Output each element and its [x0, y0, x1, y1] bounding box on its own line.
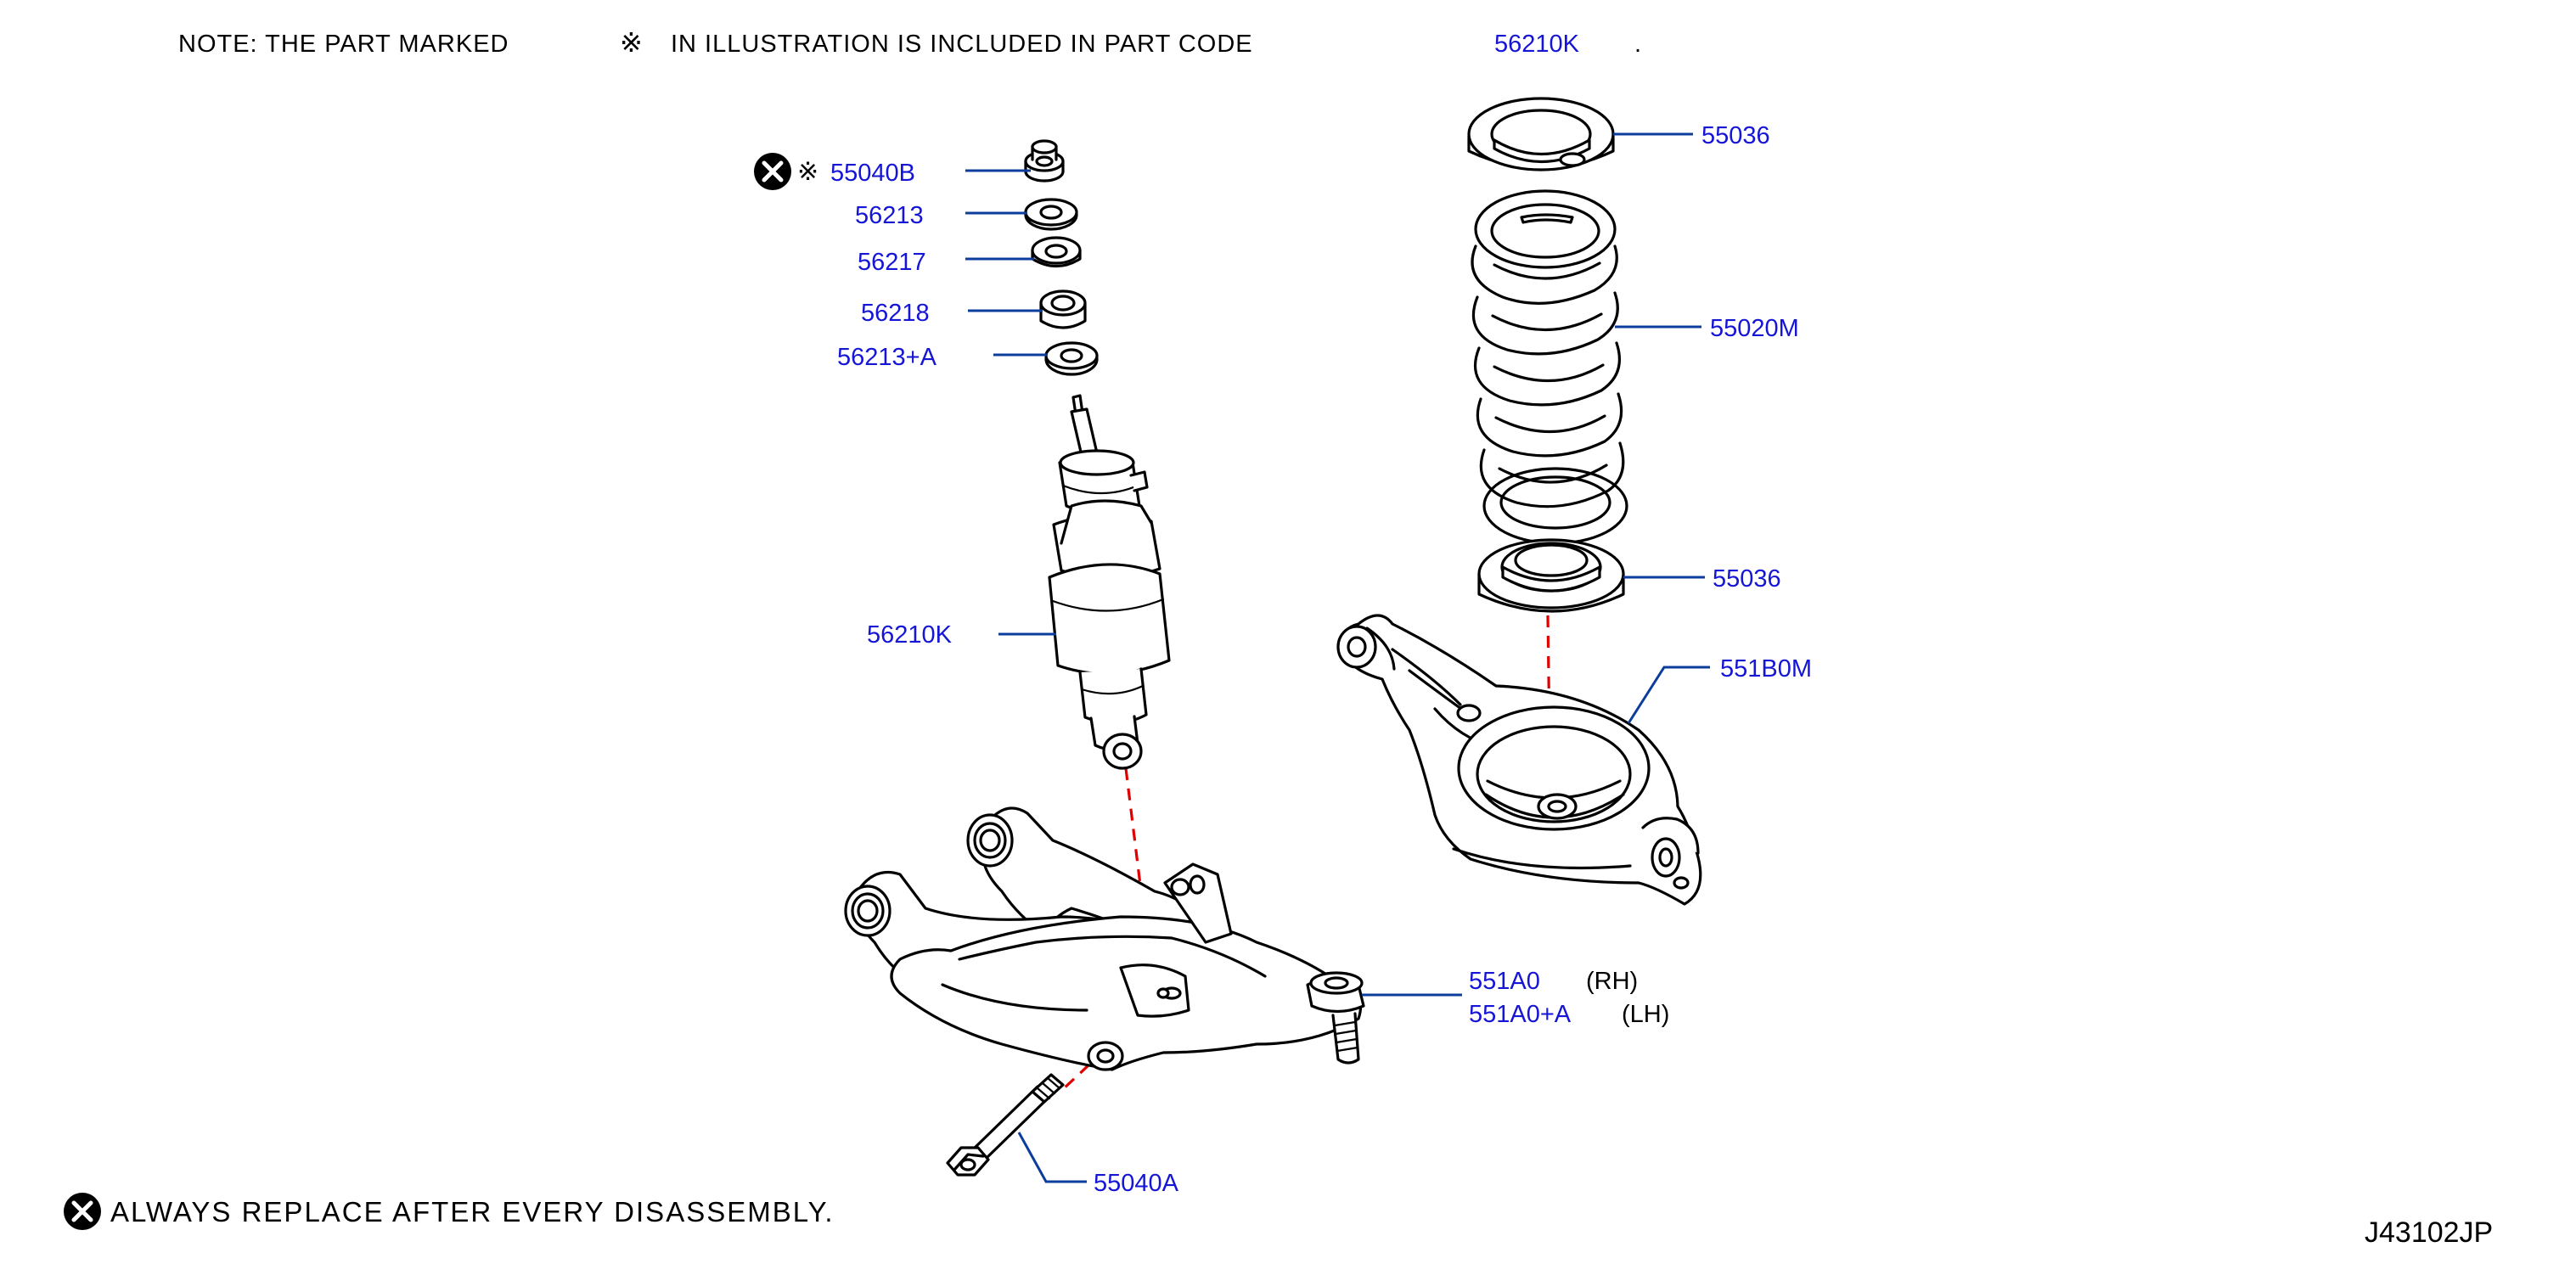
part-label-551B0M[interactable]: 551B0M — [1720, 655, 1812, 683]
spring-seat-upper-55036-drawing[interactable] — [1467, 97, 1615, 171]
included-mark-symbol: ※ — [797, 158, 819, 186]
replace-note: ALWAYS REPLACE AFTER EVERY DISASSEMBLY. — [110, 1196, 835, 1227]
bushing-56217-drawing[interactable] — [1031, 236, 1082, 268]
bushing-56218-drawing[interactable] — [1039, 289, 1087, 329]
note-middle: IN ILLUSTRATION IS INCLUDED IN PART CODE — [671, 31, 1253, 58]
note-part-code-link[interactable]: 56210K — [1494, 31, 1580, 58]
bolt-55040A-drawing[interactable] — [946, 1073, 1065, 1177]
spring-seat-lower-55036-drawing[interactable] — [1477, 538, 1625, 613]
diagram-code: J43102JP — [2365, 1216, 2493, 1249]
washer-56213A-drawing[interactable] — [1044, 341, 1099, 376]
part-label-56213A[interactable]: 56213+A — [837, 344, 937, 371]
footer: ALWAYS REPLACE AFTER EVERY DISASSEMBLY. … — [64, 1193, 2493, 1249]
side-label-rh: (RH) — [1586, 968, 1638, 995]
nut-55040B-drawing[interactable] — [1024, 139, 1065, 183]
upper-arm-551A0-drawing[interactable] — [844, 806, 1365, 1071]
part-label-55020M[interactable]: 55020M — [1710, 315, 1799, 342]
part-label-56210K[interactable]: 56210K — [867, 621, 953, 649]
washer-56213-drawing[interactable] — [1024, 198, 1078, 231]
coil-spring-55020M-drawing[interactable] — [1471, 189, 1628, 545]
note-line: NOTE: THE PART MARKED ※ IN ILLUSTRATION … — [178, 27, 1642, 58]
part-label-551A0[interactable]: 551A0 — [1469, 968, 1540, 995]
note-period: . — [1634, 31, 1642, 58]
part-label-56218[interactable]: 56218 — [861, 300, 930, 327]
part-label-55036-upper[interactable]: 55036 — [1701, 122, 1770, 149]
part-label-55040B[interactable]: 55040B — [830, 160, 915, 187]
shock-absorber-56210K-drawing[interactable] — [1048, 394, 1171, 770]
leader-lines — [965, 132, 1710, 1183]
lower-link-551B0M-drawing[interactable] — [1336, 614, 1702, 906]
included-mark-symbol: ※ — [620, 27, 644, 58]
part-labels: ※ 55040B 56213 56217 56218 56213+A 56210… — [754, 122, 1812, 1197]
part-label-55036-lower[interactable]: 55036 — [1713, 565, 1781, 593]
replace-marker-55040B — [754, 153, 791, 190]
part-label-55040A[interactable]: 55040A — [1094, 1170, 1179, 1197]
note-prefix: NOTE: THE PART MARKED — [178, 31, 509, 58]
side-label-lh: (LH) — [1622, 1001, 1669, 1028]
part-label-56213[interactable]: 56213 — [855, 202, 924, 229]
part-label-551A0A[interactable]: 551A0+A — [1469, 1001, 1572, 1028]
part-label-56217[interactable]: 56217 — [858, 249, 926, 276]
